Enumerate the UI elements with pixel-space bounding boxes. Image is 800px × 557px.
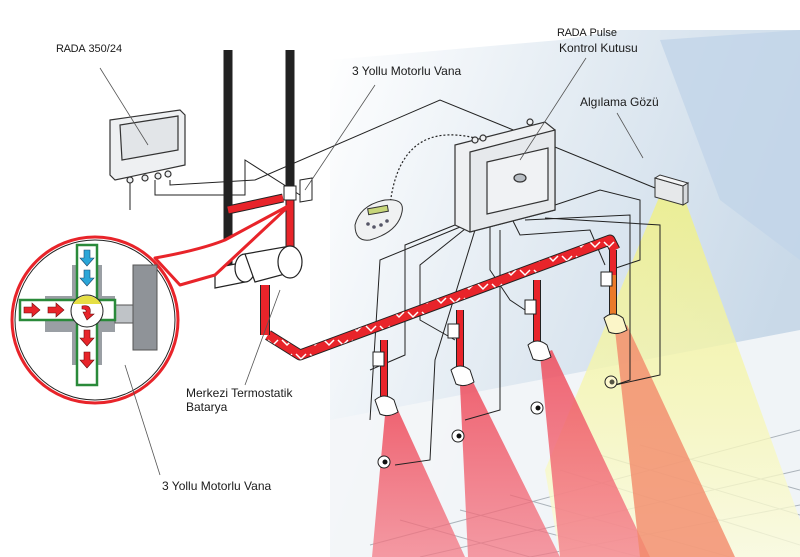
power-supply-brand: RADA [56,43,86,55]
spray-2 [460,380,560,557]
leader-lines [99,57,644,476]
shower-drop-pipes [380,250,617,400]
valve-bottom-label: 3 Yollu Motorlu Vana [160,479,274,494]
valve-detail-callout [10,203,292,405]
presence-sensor-2 [451,429,465,443]
control-box-model: Pulse [589,27,617,39]
control-box-label: Kontrol Kutusu [559,41,638,55]
remote-display-unit [354,199,403,241]
solenoid-valve-1 [372,351,385,367]
spray-3 [540,350,650,557]
thermostatic-mixer [214,245,303,289]
shower-sprays [372,325,735,557]
power-supply-model: 350/24 [88,43,123,55]
thermostatic-mixer-label: Merkezi Termostatik Batarya [184,386,295,415]
presence-sensor-4 [604,375,618,389]
sensor-beam [545,195,800,557]
hot-water-distribution-pipe [260,234,620,361]
solenoid-valves [372,271,613,367]
spray-4 [615,325,735,557]
control-box-brand: RADA [557,27,587,39]
power-supply-unit [109,109,186,184]
shower-head-2 [450,365,475,387]
sensor-label: Algılama Gözü [580,95,659,109]
presence-sensor-3 [530,401,544,415]
thermostatic-mixer-label-line1: Merkezi Termostatik [186,386,293,400]
solenoid-valve-4 [600,271,613,287]
spray-1 [372,410,465,557]
shower-head-3 [527,340,552,362]
detection-sensor [653,174,690,206]
control-box [454,118,556,233]
presence-sensors [377,375,618,469]
power-supply-label: RADA 350/24 [56,43,122,56]
control-box-brand-label: RADA Pulse [557,27,617,40]
solenoid-valve-2 [447,323,460,339]
presence-sensor-1 [377,455,391,469]
shower-heads [374,313,628,417]
solenoid-valve-3 [524,299,537,315]
shower-head-4 [603,313,628,335]
shower-head-1 [374,395,399,417]
valve-top-label: 3 Yollu Motorlu Vana [352,64,462,78]
thermostatic-mixer-label-line2: Batarya [186,400,228,415]
